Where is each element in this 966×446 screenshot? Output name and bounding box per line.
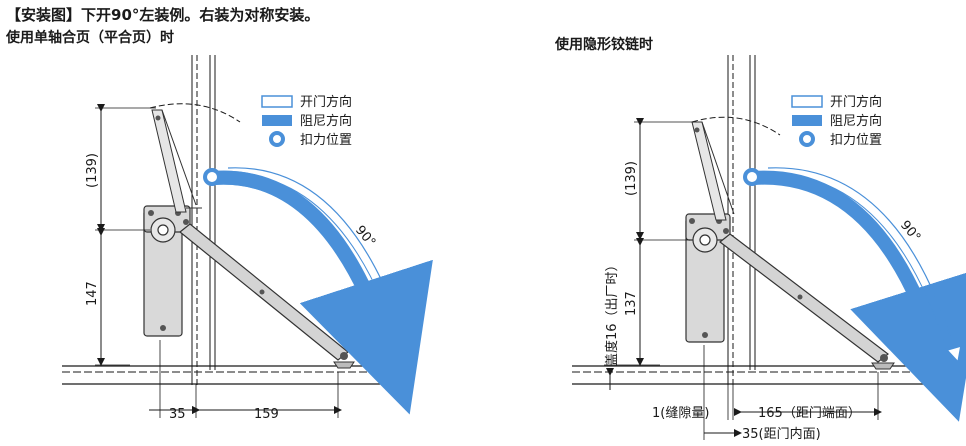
legend-open-direction: 开门方向 bbox=[830, 94, 882, 110]
legend-open-direction: 开门方向 bbox=[300, 94, 352, 110]
left-dim-left: 35 bbox=[169, 407, 186, 422]
right-subtitle: 使用隐形铰链时 bbox=[555, 37, 653, 53]
left-legend: 开门方向 阻尼方向 扣力位置 bbox=[261, 94, 352, 148]
right-angle-label: 90° bbox=[897, 218, 923, 245]
left-diagram: (139) 147 35 159 90° bbox=[62, 55, 433, 422]
open-direction-swatch bbox=[261, 95, 293, 108]
open-direction-swatch bbox=[791, 95, 823, 108]
legend-damper-direction: 阻尼方向 bbox=[830, 113, 882, 129]
legend-force-position: 扣力位置 bbox=[830, 133, 882, 148]
right-dist-inner: 35(距门内面) bbox=[742, 426, 821, 442]
right-diagram: (139) 137 盖度16（出厂时） 1(缝隙量) 165（距门端面） 35(… bbox=[572, 55, 966, 442]
page-title: 【安装图】下开90°左装例。右装为对称安装。 bbox=[6, 6, 320, 24]
force-position-icon bbox=[269, 131, 285, 147]
right-legend: 开门方向 阻尼方向 扣力位置 bbox=[791, 94, 882, 148]
damper-direction-swatch bbox=[262, 115, 292, 126]
left-subtitle: 使用单轴合页（平合页）时 bbox=[6, 30, 174, 46]
force-position-icon bbox=[799, 131, 815, 147]
damper-direction-swatch bbox=[792, 115, 822, 126]
right-dim-mid: 137 bbox=[624, 291, 639, 316]
left-angle-label: 90° bbox=[352, 223, 378, 250]
left-dim-top: (139) bbox=[85, 153, 100, 188]
right-dim-side: 盖度16（出厂时） bbox=[604, 258, 620, 366]
left-dim-mid: 147 bbox=[85, 281, 100, 306]
legend-damper-direction: 阻尼方向 bbox=[300, 113, 352, 129]
right-dim-top: (139) bbox=[624, 161, 639, 196]
right-dist-end: 165（距门端面） bbox=[758, 406, 861, 421]
left-dim-right: 159 bbox=[254, 407, 279, 422]
legend-force-position: 扣力位置 bbox=[300, 133, 352, 148]
right-gap-label: 1(缝隙量) bbox=[652, 406, 709, 421]
